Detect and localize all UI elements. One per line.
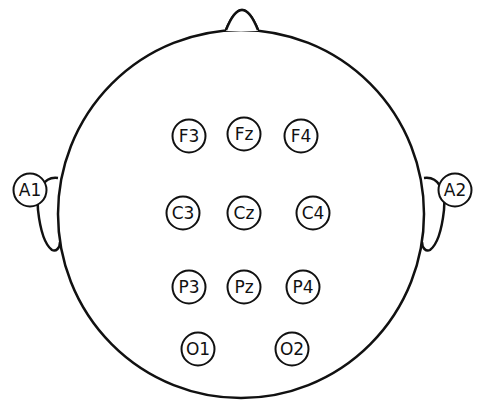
electrode-circle: O1: [180, 331, 216, 367]
electrode-label: F4: [283, 128, 319, 145]
electrode-circle: F3: [171, 118, 207, 154]
nose: [226, 10, 258, 30]
electrode-label: P3: [171, 279, 207, 296]
electrode-circle: O2: [274, 331, 310, 367]
electrode-circle: F4: [283, 118, 319, 154]
head-circle: [58, 30, 424, 398]
electrode-label: A1: [12, 182, 48, 199]
electrode-circle: P4: [285, 269, 321, 305]
electrode-label: O1: [180, 341, 216, 358]
electrode-circle: Fz: [226, 116, 262, 152]
electrode-label: C4: [295, 205, 331, 222]
electrode-label: A2: [437, 182, 473, 199]
electrode-circle: C3: [165, 195, 201, 231]
electrode-circle: Cz: [226, 195, 262, 231]
electrode-circle: A1: [12, 172, 48, 208]
electrode-circle: P3: [171, 269, 207, 305]
electrode-circle: Pz: [226, 269, 262, 305]
electrode-label: Cz: [226, 205, 262, 222]
electrode-label: P4: [285, 279, 321, 296]
electrode-label: Fz: [226, 126, 262, 143]
electrode-circle: A2: [437, 172, 473, 208]
electrode-label: F3: [171, 128, 207, 145]
electrode-label: Pz: [226, 279, 262, 296]
electrode-label: C3: [165, 205, 201, 222]
electrode-label: O2: [274, 341, 310, 358]
electrode-circle: C4: [295, 195, 331, 231]
